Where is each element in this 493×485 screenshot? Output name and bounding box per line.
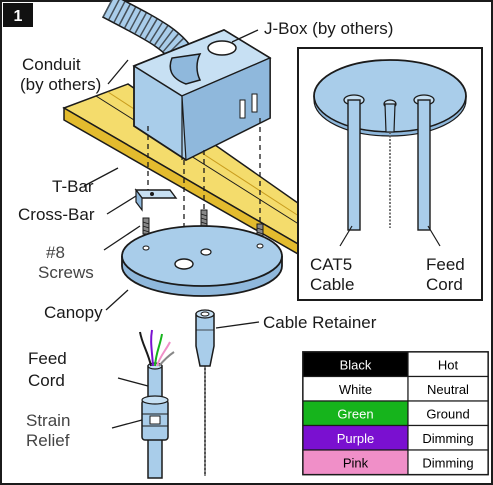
strain-relief (141, 395, 169, 441)
canopy (121, 225, 283, 297)
label-screws-line2: Screws (38, 263, 94, 282)
wire-color-name: Pink (343, 455, 369, 470)
label-feed-cord-line1: Feed (28, 349, 67, 368)
wire-color-name: Purple (337, 431, 375, 446)
wire-swatch-green (302, 400, 409, 427)
wire-function: Dimming (422, 455, 473, 470)
inset-label-feed-line1: Feed (426, 255, 465, 274)
wire-function: Neutral (427, 382, 469, 397)
cable-retainer (195, 309, 215, 476)
label-strain-relief-line2: Relief (26, 431, 70, 450)
wire-function: Ground (426, 406, 469, 421)
label-crossbar: Cross-Bar (18, 205, 95, 224)
label-conduit-line1: Conduit (22, 55, 81, 74)
label-tbar: T-Bar (52, 177, 94, 196)
wire-function-cell (407, 375, 489, 402)
wire-function-cell (407, 449, 489, 476)
label-cable-retainer: Cable Retainer (263, 313, 377, 332)
leader-lines (83, 29, 260, 429)
inset-label-feed-line2: Cord (426, 275, 463, 294)
inset-detail: CAT5 Cable Feed Cord (297, 47, 483, 301)
wire-color-name: Black (340, 357, 372, 372)
wire-swatch-black (302, 351, 409, 378)
inset-cat5-cable (347, 99, 361, 231)
wire-swatch-white (302, 375, 409, 402)
j-box (132, 28, 272, 162)
label-conduit-line2: (by others) (20, 75, 101, 94)
step-number: 1 (14, 8, 23, 25)
wire-color-name: Green (337, 406, 373, 421)
label-canopy: Canopy (44, 303, 103, 322)
label-feed-cord-line2: Cord (28, 371, 65, 390)
label-strain-relief-line1: Strain (26, 411, 70, 430)
label-jbox: J-Box (by others) (264, 19, 393, 38)
inset-label-cat5-line1: CAT5 (310, 255, 352, 274)
step-badge: 1 (3, 3, 33, 27)
cross-bar (134, 188, 178, 212)
wire-swatch-pink (302, 449, 409, 476)
inset-feed-cord (417, 99, 431, 231)
inset-label-cat5-line2: Cable (310, 275, 354, 294)
wire-function: Hot (438, 357, 459, 372)
wire-function: Dimming (422, 431, 473, 446)
wire-color-name: White (339, 382, 372, 397)
label-screws-line1: #8 (46, 243, 65, 262)
